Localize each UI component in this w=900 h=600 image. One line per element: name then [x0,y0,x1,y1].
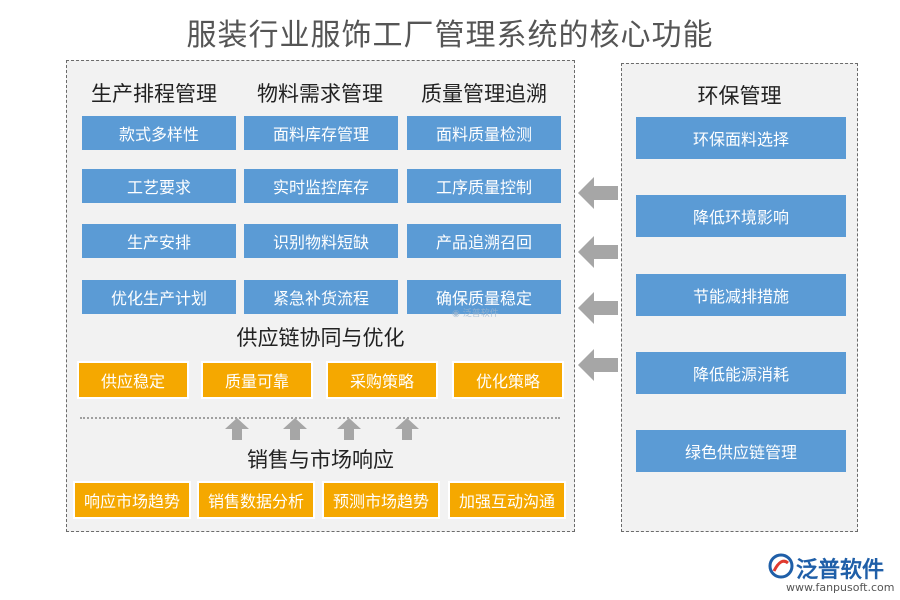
page-title: 服装行业服饰工厂管理系统的核心功能 [186,18,714,53]
environment-item: 绿色供应链管理 [636,430,846,472]
supply-chain-item: 供应稳定 [77,361,189,399]
production-item: 款式多样性 [82,116,236,150]
quality-item: 产品追溯召回 [407,224,561,258]
up-arrow-icon [395,418,419,440]
left-arrow-icon [578,236,618,268]
environment-item: 节能减排措施 [636,274,846,316]
logo-url: www.fanpusoft.com [786,581,895,594]
environment-item: 环保面料选择 [636,117,846,159]
left-arrow-icon [578,292,618,324]
material-item: 识别物料短缺 [244,224,398,258]
sales-item: 预测市场趋势 [322,481,440,519]
quality-item: 确保质量稳定 [407,280,561,314]
environment-heading: 环保管理 [697,84,782,108]
quality-item: 工序质量控制 [407,169,561,203]
production-item: 生产安排 [82,224,236,258]
sales-heading: 销售与市场响应 [247,448,394,472]
supply-chain-item: 质量可靠 [201,361,313,399]
logo-name: 泛普软件 [796,558,885,583]
environment-item: 降低环境影响 [636,195,846,237]
column-heading-materials: 物料需求管理 [257,82,383,106]
column-heading-production: 生产排程管理 [91,82,217,106]
supply-chain-item: 采购策略 [326,361,438,399]
up-arrow-icon [337,418,361,440]
supply-chain-item: 优化策略 [452,361,564,399]
left-arrow-icon [578,177,618,209]
supply-chain-heading: 供应链协同与优化 [236,326,405,350]
environment-item: 降低能源消耗 [636,352,846,394]
sales-item: 加强互动沟通 [448,481,566,519]
up-arrow-icon [225,418,249,440]
quality-item: 面料质量检测 [407,116,561,150]
production-item: 优化生产计划 [82,280,236,314]
up-arrow-icon [283,418,307,440]
material-item: 面料库存管理 [244,116,398,150]
production-item: 工艺要求 [82,169,236,203]
section-divider [80,417,560,419]
left-arrow-icon [578,349,618,381]
column-heading-quality: 质量管理追溯 [421,82,547,106]
sales-item: 响应市场趋势 [73,481,191,519]
fanpu-logo-icon [768,553,794,579]
sales-item: 销售数据分析 [197,481,315,519]
watermark-logo: ◉ 泛普软件 [452,309,499,319]
material-item: 紧急补货流程 [244,280,398,314]
material-item: 实时监控库存 [244,169,398,203]
